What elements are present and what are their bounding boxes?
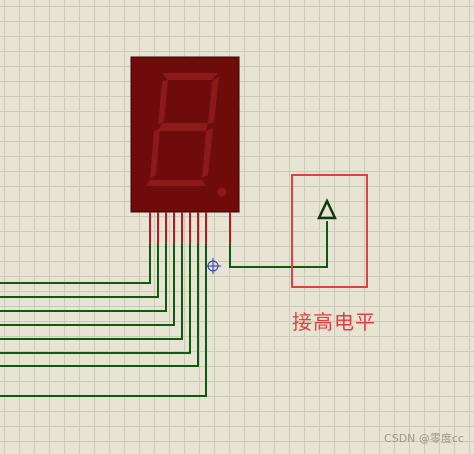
annotation-box	[291, 174, 368, 288]
segment-a	[162, 73, 218, 80]
display-body[interactable]	[130, 56, 240, 213]
wire-common[interactable]	[229, 221, 328, 268]
display-pins	[149, 212, 231, 244]
terminal-arrow-head	[317, 198, 337, 220]
segment-g	[158, 123, 208, 131]
segment-c	[202, 128, 213, 178]
wires[interactable]	[0, 221, 328, 397]
segment-d	[146, 180, 206, 186]
watermark: CSDN @零度cc	[384, 432, 464, 445]
wire-3[interactable]	[0, 244, 167, 312]
wire-7[interactable]	[0, 244, 199, 367]
crosshair-icon	[205, 258, 221, 274]
high-level-label: 接高电平	[292, 310, 376, 334]
wire-4[interactable]	[0, 244, 175, 326]
segment-e	[150, 128, 160, 178]
wire-1[interactable]	[0, 244, 151, 284]
wire-6[interactable]	[0, 244, 191, 354]
seven-segment-display[interactable]	[130, 56, 240, 213]
wire-5[interactable]	[0, 244, 183, 340]
segment-b	[208, 76, 219, 124]
power-terminal-arrow-icon[interactable]	[317, 198, 337, 220]
segment-f	[158, 79, 168, 124]
segment-dp	[217, 187, 227, 197]
display-segments	[146, 73, 227, 197]
wire-8[interactable]	[0, 244, 207, 397]
wire-2[interactable]	[0, 244, 159, 298]
